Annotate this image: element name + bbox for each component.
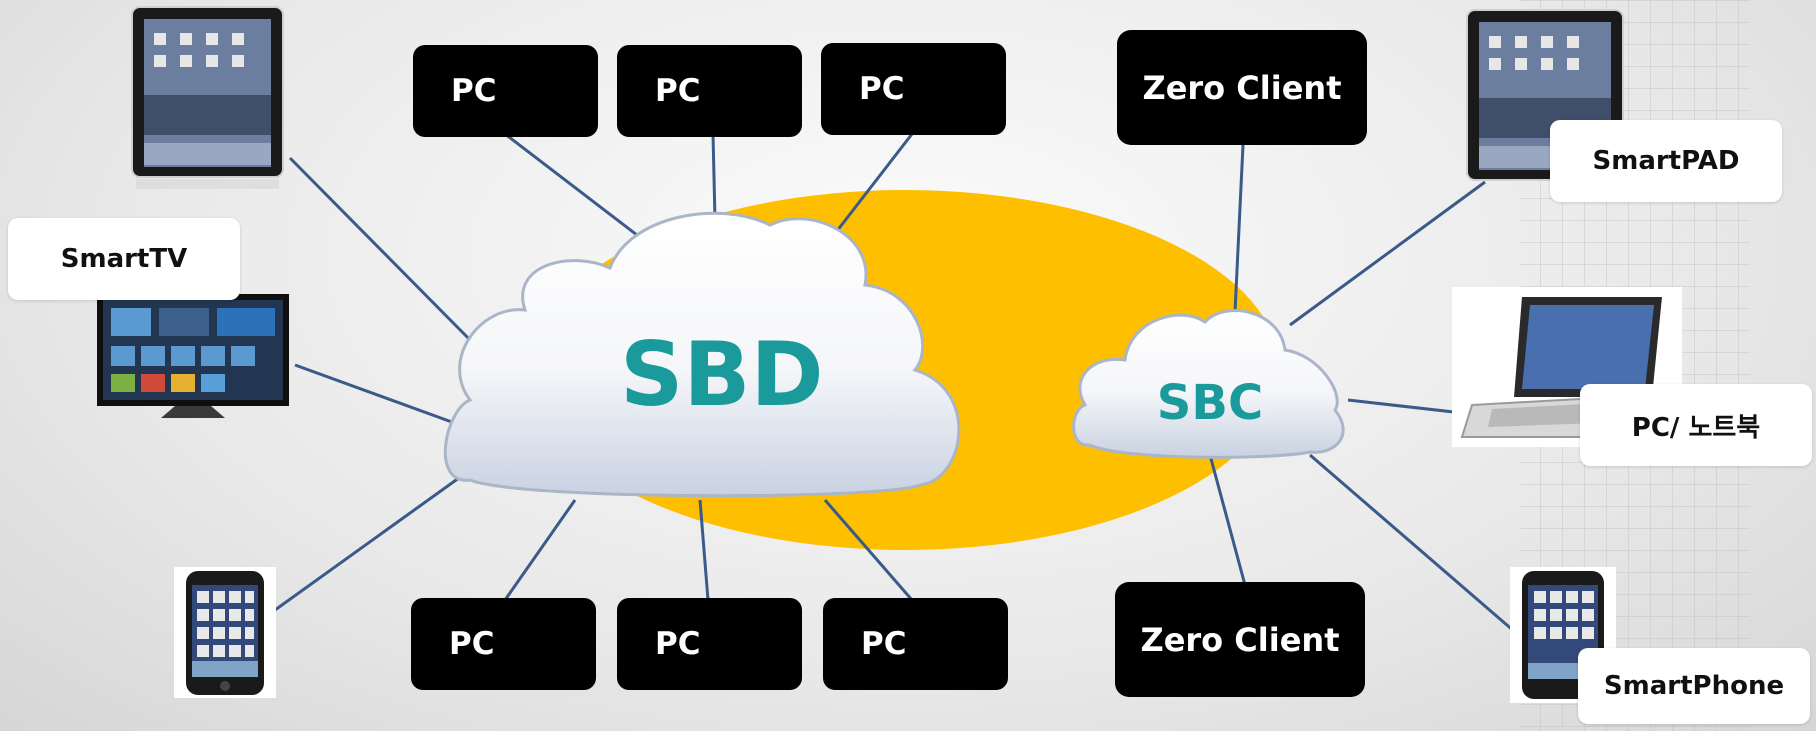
laptop-icon: [1452, 287, 1682, 447]
connector-line: [698, 499, 710, 601]
pc-box-bottom-2: PC: [617, 598, 802, 690]
zero-client-bottom: Zero Client: [1115, 582, 1365, 697]
smarttv-label: SmartTV: [8, 218, 240, 300]
sbc-cloud: [1072, 309, 1345, 459]
pc-notebook-label: PC/ 노트북: [1580, 384, 1812, 466]
connector-line: [711, 133, 717, 221]
pc-box-bottom-3: PC: [823, 598, 1008, 690]
connector-line: [503, 499, 577, 601]
connector-line: [294, 363, 461, 427]
connector-line: [1208, 454, 1247, 586]
smartphone-label: SmartPhone: [1578, 648, 1810, 724]
sbc-label: SBC: [1156, 375, 1264, 431]
zero-client-top: Zero Client: [1117, 30, 1367, 145]
connector-line: [823, 499, 914, 601]
pc-box-top-2: PC: [617, 45, 802, 137]
smartpad-label: SmartPAD: [1550, 120, 1782, 202]
phone-icon: [174, 567, 276, 698]
tablet-icon: [131, 6, 284, 189]
connector-line: [504, 132, 651, 247]
connector-line: [274, 468, 471, 612]
connector-line: [1289, 180, 1486, 327]
sbd-cloud: [443, 211, 961, 498]
connector-line: [828, 133, 914, 241]
connector-line: [288, 156, 482, 352]
pc-box-bottom-1: PC: [411, 598, 596, 690]
pc-box-top-1: PC: [413, 45, 598, 137]
tv-icon: [97, 294, 289, 418]
connector-line: [1233, 144, 1245, 313]
connector-line: [1309, 453, 1516, 634]
pc-box-top-3: PC: [821, 43, 1006, 135]
sbd-label: SBD: [620, 323, 824, 426]
